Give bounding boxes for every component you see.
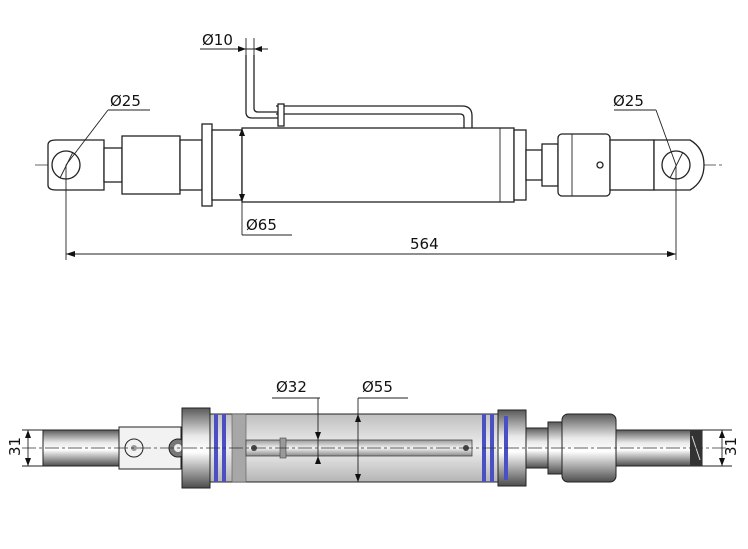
bottom-view: Ø32 Ø55 31 31 [6, 378, 740, 489]
left-eye-thickness-label: 31 [6, 437, 24, 456]
gland-flange [201, 123, 213, 207]
left-rod-end [121, 135, 181, 195]
bore-diameter-label: Ø55 [362, 378, 393, 396]
pipe-clamp [277, 103, 285, 127]
left-pin-diameter-label: Ø25 [110, 92, 141, 110]
grease-nipple [596, 161, 604, 169]
pipe-diameter-label: Ø10 [202, 31, 233, 49]
rod-diameter-label: Ø32 [276, 378, 307, 396]
oil-pipe-horizontal [276, 105, 473, 128]
gland [179, 139, 203, 191]
right-rod [609, 139, 655, 191]
overall-length-label: 564 [410, 235, 439, 253]
right-pin-diameter-label: Ø25 [613, 92, 644, 110]
right-eye-thickness-label: 31 [722, 437, 740, 456]
right-eye [653, 139, 705, 191]
right-housing [557, 133, 611, 197]
barrel-diameter-label: Ø65 [246, 216, 277, 234]
lock-nut [541, 143, 559, 187]
head-cap [211, 129, 243, 201]
end-cap [513, 129, 527, 201]
oil-pipe-vertical [245, 55, 278, 119]
barrel [241, 127, 515, 203]
port-fitting [525, 149, 543, 181]
left-neck [103, 147, 123, 183]
left-eye [47, 139, 105, 191]
top-view: Ø10 Ø25 Ø25 Ø65 564 [35, 31, 725, 260]
